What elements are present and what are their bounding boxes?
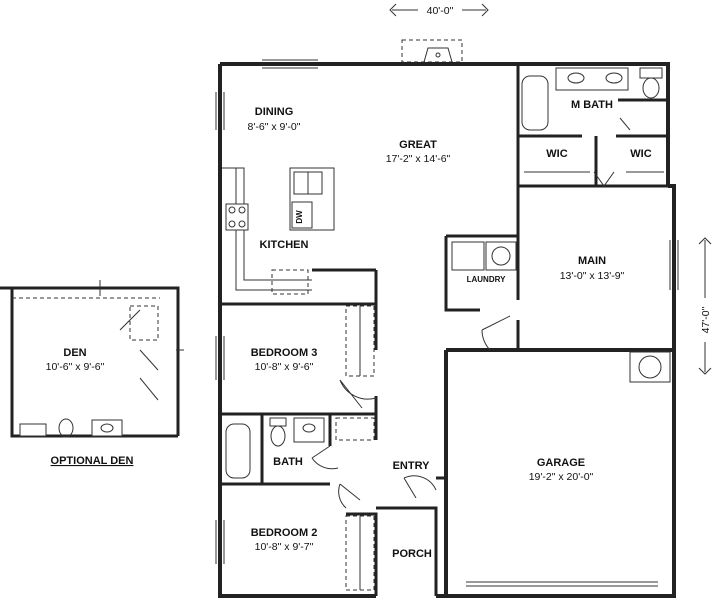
den-size: 10'-6" x 9'-6" xyxy=(46,361,105,373)
great-name: GREAT xyxy=(399,139,437,151)
porch-name: PORCH xyxy=(392,548,432,560)
bath-name: BATH xyxy=(273,456,303,468)
bath-vanity-icon xyxy=(293,417,325,443)
bath-toilet-icon xyxy=(269,417,287,427)
den-name: DEN xyxy=(63,347,86,359)
dining-name: DINING xyxy=(255,106,294,118)
entry-name: ENTRY xyxy=(393,460,431,472)
vanity-icon xyxy=(555,67,629,91)
width-dimension: 40'-0" xyxy=(389,2,489,17)
kitchen-counters: DW xyxy=(222,167,335,295)
great-size: 17'-2" x 14'-6" xyxy=(386,153,451,165)
garage-name: GARAGE xyxy=(537,457,585,469)
wic-right-name: WIC xyxy=(630,148,651,160)
washer-icon xyxy=(451,241,485,271)
optional-den-caption: OPTIONAL DEN xyxy=(51,455,134,467)
m-bath-name: M BATH xyxy=(571,99,613,111)
bath-tub-icon xyxy=(225,423,251,479)
room-labels: DINING 8'-6" x 9'-0" GREAT 17'-2" x 14'-… xyxy=(46,99,652,560)
laundry-name: LAUNDRY xyxy=(467,275,506,284)
dryer-icon xyxy=(485,241,517,271)
bedroom3-name: BEDROOM 3 xyxy=(251,347,318,359)
dishwasher-icon xyxy=(291,201,313,229)
dishwasher-label: DW xyxy=(295,210,304,224)
main-size: 13'-0" x 13'-9" xyxy=(560,270,625,282)
bathtub-icon xyxy=(521,75,549,131)
kitchen-name: KITCHEN xyxy=(260,239,309,251)
master-bath-fixtures xyxy=(521,67,664,173)
bedroom2-size: 10'-8" x 9'-7" xyxy=(255,541,314,553)
doors xyxy=(311,117,631,509)
refrigerator-icon xyxy=(271,269,309,295)
water-heater xyxy=(629,351,671,383)
main-name: MAIN xyxy=(578,255,606,267)
exterior-walls xyxy=(215,59,679,598)
interior-walls xyxy=(220,64,668,596)
dining-size: 8'-6" x 9'-0" xyxy=(248,121,301,133)
depth-dimension: 47'-0" xyxy=(698,237,712,375)
toilet-icon xyxy=(639,67,663,79)
closets xyxy=(335,305,375,591)
bedroom2-name: BEDROOM 2 xyxy=(251,527,318,539)
fireplace xyxy=(401,39,463,63)
laundry-fixtures xyxy=(451,241,517,271)
wic-left-name: WIC xyxy=(546,148,567,160)
garage-size: 19'-2" x 20'-0" xyxy=(529,471,594,483)
optional-den xyxy=(0,280,184,438)
bath-fixtures xyxy=(225,417,325,479)
bedroom3-size: 10'-8" x 9'-6" xyxy=(255,361,314,373)
range-icon xyxy=(225,203,249,231)
depth-dimension-label: 47'-0" xyxy=(700,306,712,333)
width-dimension-label: 40'-0" xyxy=(427,5,454,17)
